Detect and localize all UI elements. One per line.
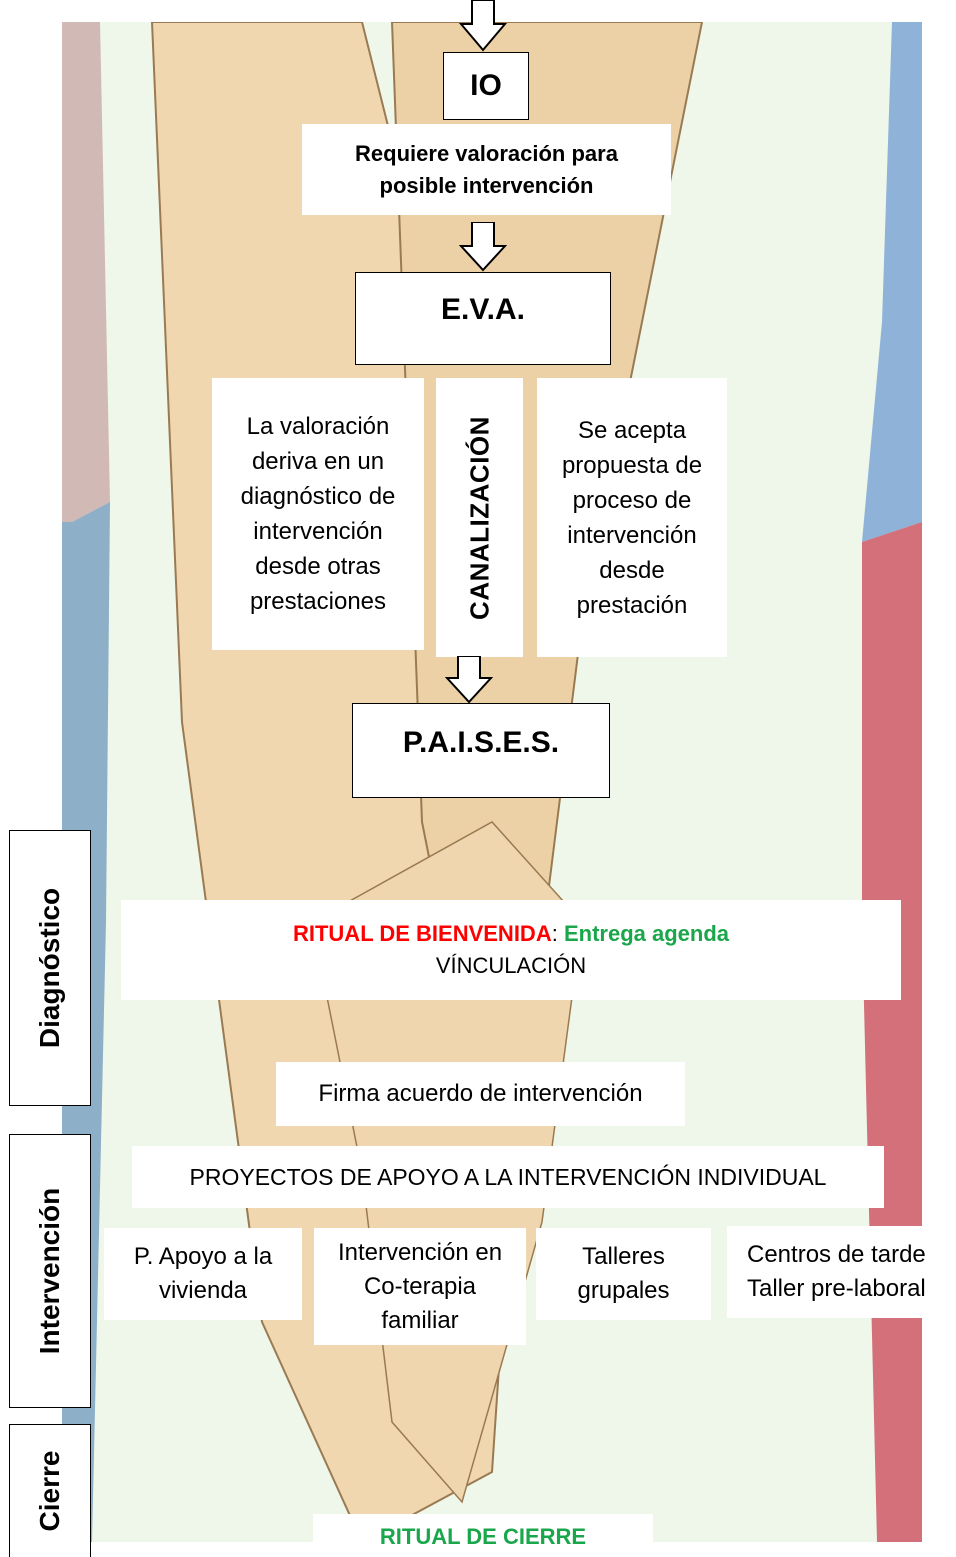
centros-line1: Centros de tarde [747,1241,926,1268]
phase-intervencion-label: Intervención [34,1187,65,1355]
down-arrow-icon [459,222,507,272]
right-description-box: Se acepta propuesta de proceso de interv… [537,378,727,657]
ritual-cierre-box: RITUAL DE CIERRE [313,1514,653,1557]
eva-box: E.V.A. [355,272,611,365]
phase-cierre-label: Cierre [34,1450,65,1532]
requiere-box: Requiere valoración para posible interve… [302,124,671,215]
phase-diagnostico-label: Diagnóstico [34,887,65,1049]
ritual-cierre-label: RITUAL DE CIERRE [379,1524,587,1549]
phase-diagnostico: Diagnóstico [9,830,91,1106]
colon: : [551,921,558,946]
down-arrow-icon [445,656,493,704]
centros-box: Centros de tarde Taller pre-laboral [727,1226,956,1318]
phase-cierre: Cierre [9,1424,91,1557]
phase-intervencion: Intervención [9,1134,91,1408]
coterapia-box: Intervención en Co-terapia familiar [314,1228,526,1345]
canalizacion-box: CANALIZACIÓN [436,378,523,657]
firma-box: Firma acuerdo de intervención [276,1062,685,1126]
proyectos-label: PROYECTOS DE APOYO A LA INTERVENCIÓN IND… [189,1163,827,1190]
ritual-bienvenida-label: RITUAL DE BIENVENIDA [292,921,552,946]
firma-label: Firma acuerdo de intervención [318,1080,643,1107]
io-label: IO [470,69,502,102]
proyectos-box: PROYECTOS DE APOYO A LA INTERVENCIÓN IND… [132,1146,884,1208]
io-box: IO [443,52,529,120]
centros-line2: Taller pre-laboral [747,1275,926,1302]
ritual-bienvenida-box: RITUAL DE BIENVENIDA: Entrega agenda VÍN… [121,900,901,1000]
left-description-box: La valoración deriva en un diagnóstico d… [212,378,424,650]
vinculacion-label: VÍNCULACIÓN [435,953,587,978]
apoyo-vivienda-box: P. Apoyo a la vivienda [104,1228,302,1320]
requiere-label: Requiere valoración para posible interve… [355,140,618,198]
down-arrow-icon [459,0,507,52]
eva-label: E.V.A. [441,293,525,326]
right-description: Se acepta propuesta de proceso de interv… [561,416,703,619]
paises-label: P.A.I.S.E.S. [402,726,560,759]
talleres-box: Talleres grupales [536,1228,711,1320]
canalizacion-label: CANALIZACIÓN [464,415,494,620]
entrega-agenda-label: Entrega agenda [563,921,730,946]
left-description: La valoración deriva en un diagnóstico d… [240,413,396,615]
coterapia-label: Intervención en Co-terapia familiar [337,1238,503,1334]
apoyo-vivienda-label: P. Apoyo a la vivienda [133,1243,273,1304]
paises-box: P.A.I.S.E.S. [352,703,610,798]
ritual-bienvenida-line: RITUAL DE BIENVENIDA: Entrega agenda [293,918,729,950]
talleres-label: Talleres grupales [577,1243,670,1304]
